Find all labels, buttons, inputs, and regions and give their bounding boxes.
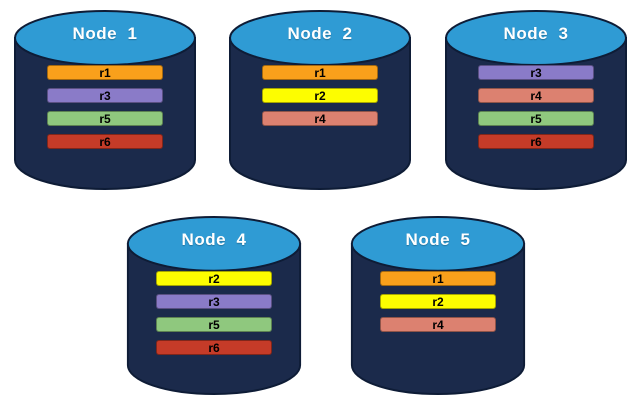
replica-label: r1 — [432, 271, 444, 286]
replica-label: r6 — [208, 340, 220, 355]
replica-label: r3 — [208, 294, 220, 309]
node-title: Node 1 — [72, 24, 138, 43]
replica-bar: r3 — [47, 88, 163, 103]
replica-label: r4 — [432, 317, 444, 332]
replica-label: r5 — [530, 111, 542, 126]
replica-label: r5 — [208, 317, 220, 332]
node-title: Node 5 — [405, 230, 471, 249]
replica-label: r2 — [432, 294, 444, 309]
node-title: Node 2 — [287, 24, 353, 43]
replica-bars: r3 r4 r5 r6 — [478, 65, 594, 157]
replica-bar: r1 — [380, 271, 496, 286]
db-node-5: Node 5 r1 r2 r4 — [349, 214, 527, 397]
db-node-3: Node 3 r3 r4 r5 r6 — [443, 8, 629, 192]
replica-label: r1 — [314, 65, 326, 80]
replica-bar: r5 — [156, 317, 272, 332]
replica-label: r4 — [530, 88, 542, 103]
replica-bar: r6 — [47, 134, 163, 149]
replica-label: r6 — [99, 134, 111, 149]
replica-label: r3 — [530, 65, 542, 80]
replica-bar: r2 — [156, 271, 272, 286]
replica-label: r2 — [208, 271, 220, 286]
replica-bars: r1 r2 r4 — [380, 271, 496, 340]
node-title: Node 4 — [181, 230, 247, 249]
replica-label: r4 — [314, 111, 326, 126]
replica-bar: r5 — [47, 111, 163, 126]
replica-bar: r3 — [478, 65, 594, 80]
db-node-4: Node 4 r2 r3 r5 r6 — [125, 214, 303, 397]
replica-label: r3 — [99, 88, 111, 103]
replica-label: r1 — [99, 65, 111, 80]
node-title: Node 3 — [503, 24, 569, 43]
replica-bar: r3 — [156, 294, 272, 309]
replica-label: r6 — [530, 134, 542, 149]
replica-bar: r4 — [478, 88, 594, 103]
replica-bar: r1 — [47, 65, 163, 80]
replica-label: r2 — [314, 88, 326, 103]
replica-bar: r1 — [262, 65, 378, 80]
replica-bar: r2 — [380, 294, 496, 309]
replica-bar: r2 — [262, 88, 378, 103]
replica-bars: r1 r3 r5 r6 — [47, 65, 163, 157]
replica-bar: r5 — [478, 111, 594, 126]
replica-bars: r2 r3 r5 r6 — [156, 271, 272, 363]
replica-bars: r1 r2 r4 — [262, 65, 378, 134]
db-node-2: Node 2 r1 r2 r4 — [227, 8, 413, 192]
replica-bar: r4 — [380, 317, 496, 332]
replica-bar: r6 — [156, 340, 272, 355]
replica-bar: r4 — [262, 111, 378, 126]
replica-bar: r6 — [478, 134, 594, 149]
db-node-1: Node 1 r1 r3 r5 r6 — [12, 8, 198, 192]
replica-label: r5 — [99, 111, 111, 126]
